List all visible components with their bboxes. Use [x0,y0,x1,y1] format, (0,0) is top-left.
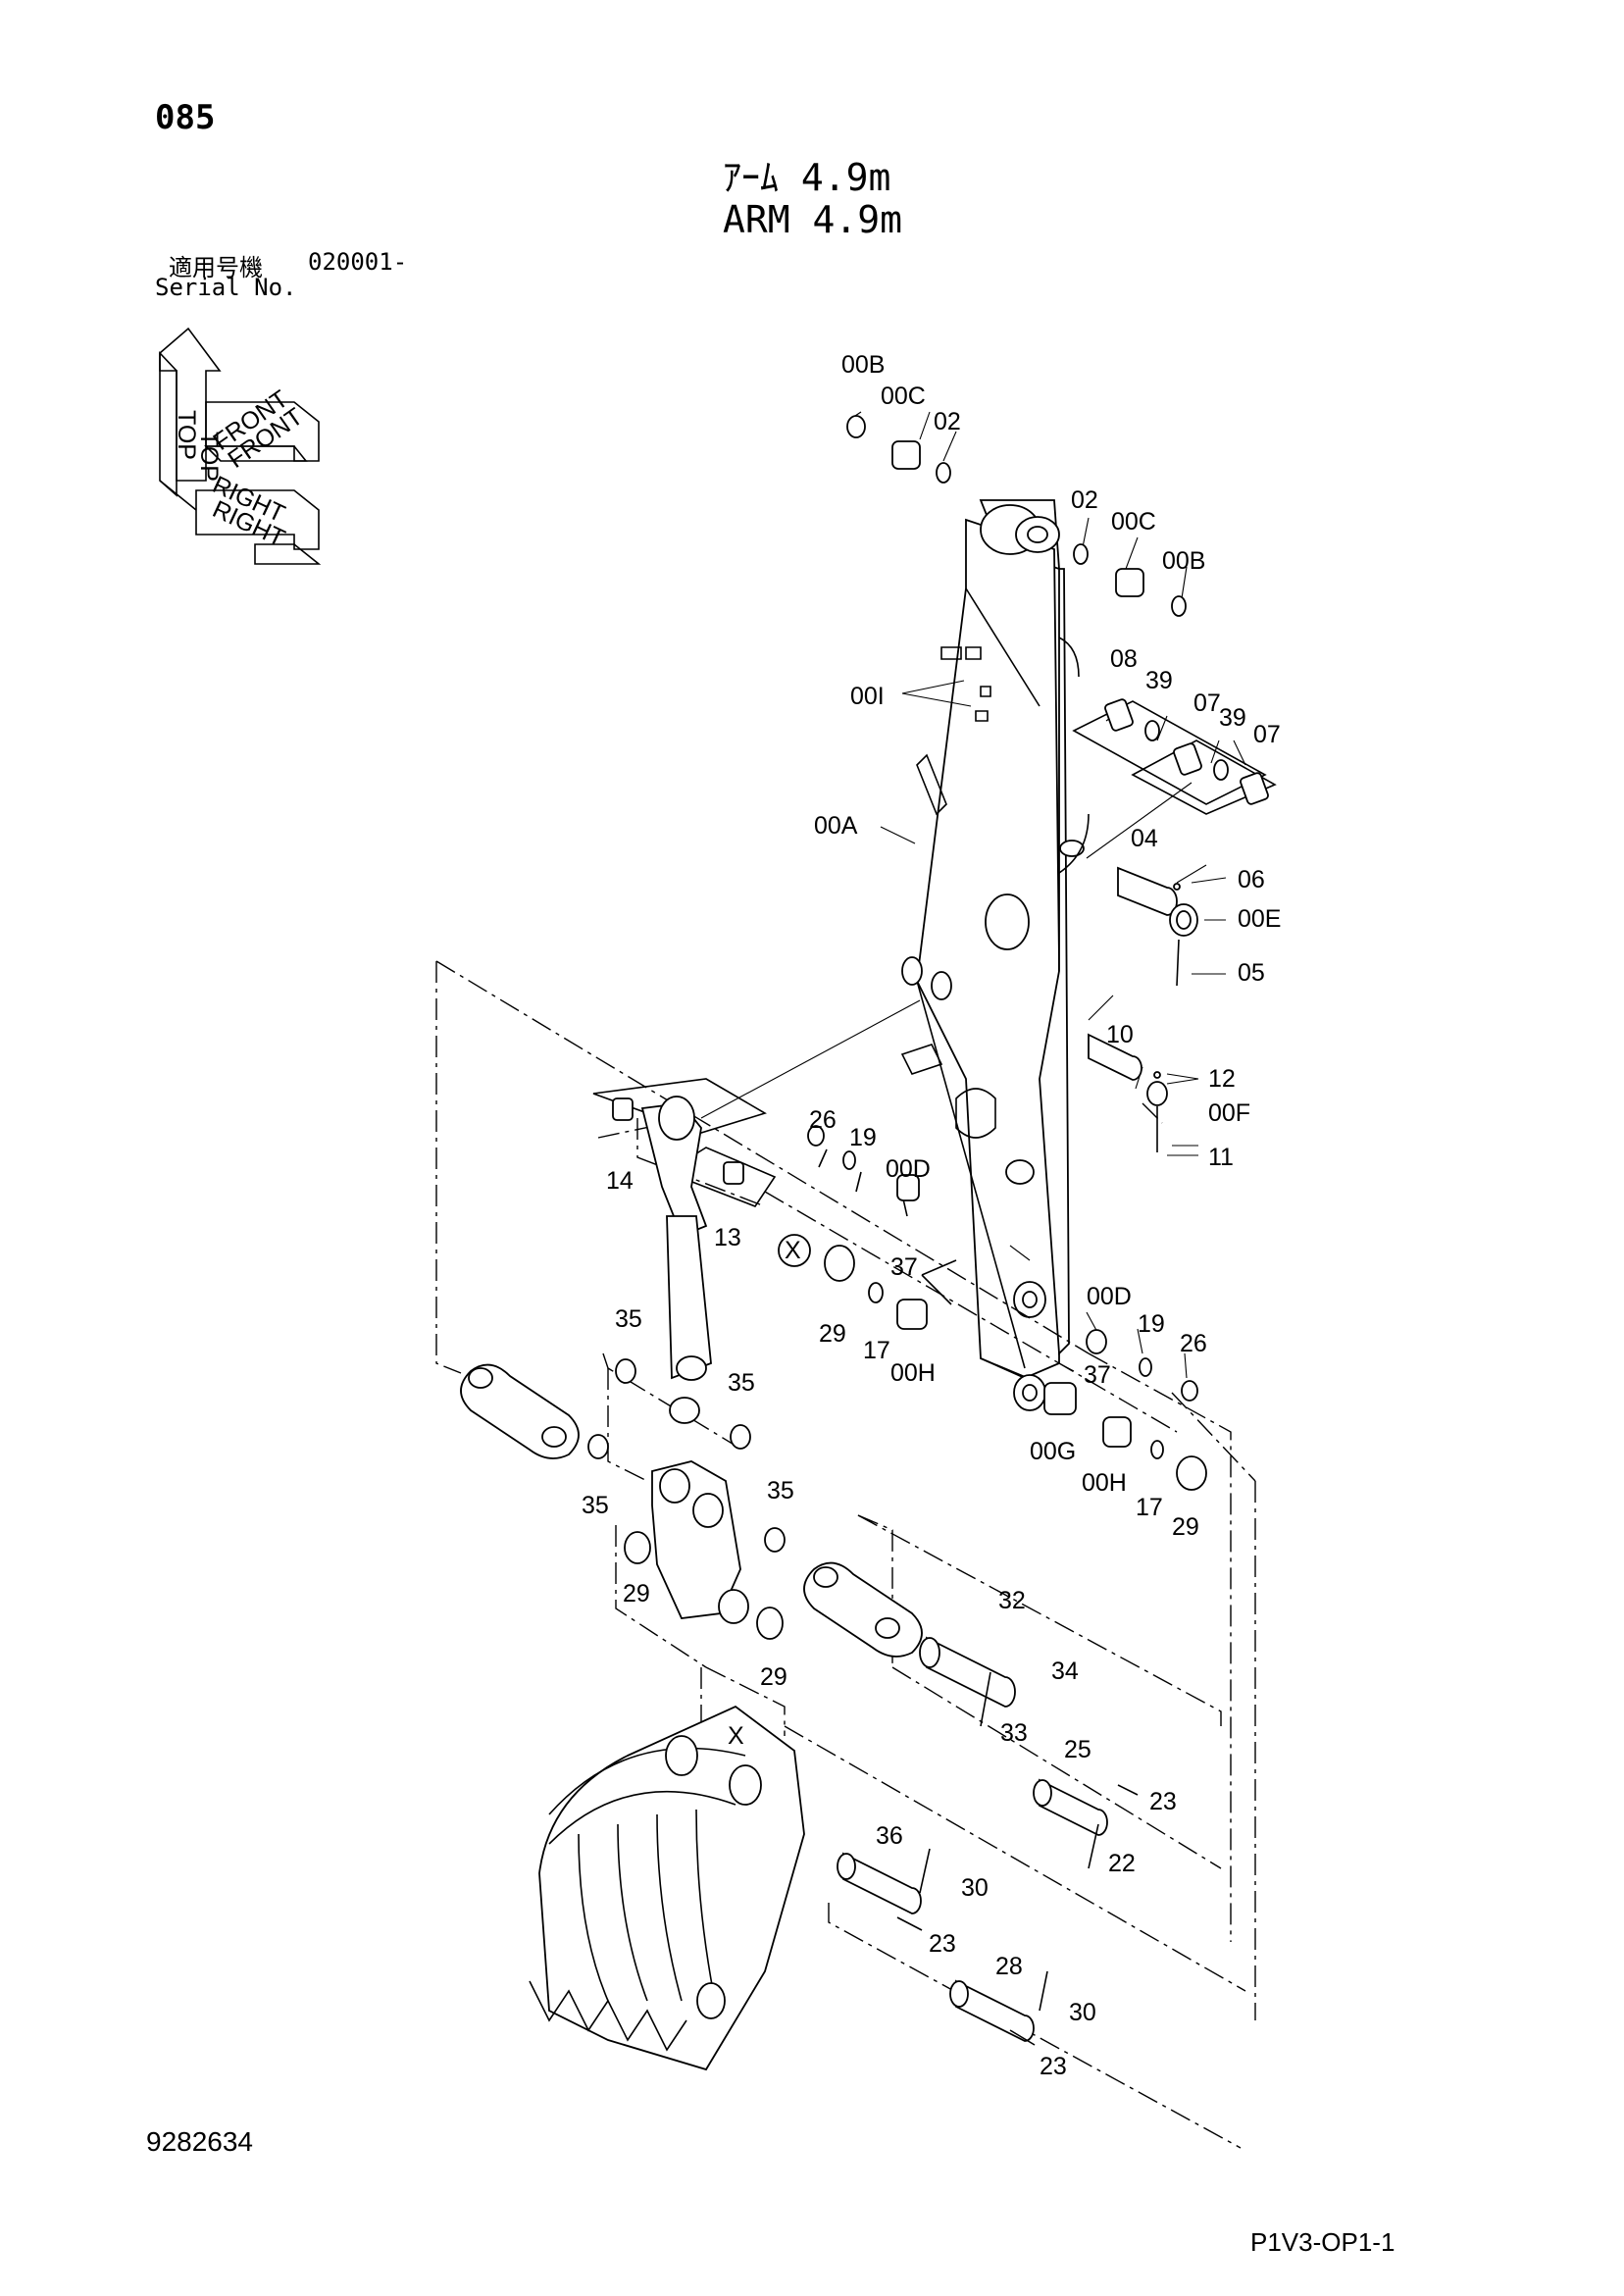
reference-x-a-circle [778,1234,811,1267]
callout-29-c: 29 [623,1580,650,1607]
callout-29-a: 29 [819,1320,846,1348]
drawing-number: 9282634 [146,2126,254,2157]
callout-00b-b: 00B [1162,547,1205,575]
callout-26-a: 26 [809,1106,837,1134]
callout-25: 25 [1064,1736,1091,1763]
callout-14: 14 [606,1167,634,1195]
callout-37-b: 37 [1084,1361,1111,1389]
arm-body [900,499,1090,1411]
callout-00f: 00F [1208,1099,1250,1127]
callout-00c-b: 00C [1111,508,1156,536]
serial-value: 020001- [308,248,408,276]
callout-39-a: 39 [1145,667,1173,694]
parts-group [460,415,1277,2046]
callout-37-a: 37 [890,1253,918,1281]
callout-10: 10 [1106,1021,1134,1048]
callout-29-d: 29 [760,1663,787,1691]
callout-17-b: 17 [1136,1494,1163,1521]
callout-labels: 00B 00C 02 02 00C 00B 00I 00A 08 39 07 3… [582,351,1281,2080]
callout-35-c: 35 [582,1492,609,1519]
orientation-top-a: TOP [195,432,223,482]
callout-00d-a: 00D [886,1155,931,1183]
callout-23-c: 23 [1040,2053,1067,2080]
page-number: 085 [155,98,216,137]
callout-29-b: 29 [1172,1513,1199,1541]
callout-08: 08 [1110,645,1138,673]
callout-x-b: X [728,1722,744,1750]
callout-00g: 00G [1030,1438,1076,1465]
callout-00a: 00A [814,812,858,840]
callout-30-b: 30 [1069,1999,1096,2026]
callout-00b-a: 00B [841,351,885,379]
callout-36: 36 [876,1822,903,1850]
callout-05: 05 [1238,959,1265,987]
callout-28: 28 [995,1953,1023,1980]
callout-23-b: 23 [929,1930,956,1958]
callout-07-b: 07 [1253,721,1281,748]
callout-06: 06 [1238,866,1265,893]
callout-22: 22 [1108,1850,1136,1877]
orientation-top-b: TOP [173,410,200,460]
callout-x-a: X [785,1237,801,1264]
callout-02-b: 02 [1071,486,1098,514]
callout-00e: 00E [1238,905,1281,933]
serial-label-japanese: 適用号機 [169,254,263,281]
callout-33: 33 [1000,1719,1028,1747]
callout-00i: 00I [850,683,885,710]
callout-12: 12 [1208,1065,1236,1093]
callout-13: 13 [714,1224,741,1251]
page-code: P1V3-OP1-1 [1250,2227,1396,2257]
assembly-lines [435,960,1256,2149]
callout-00h-a: 00H [890,1359,936,1387]
callout-00d-b: 00D [1087,1283,1132,1310]
callout-19-a: 19 [849,1124,877,1151]
callout-23-a: 23 [1149,1788,1177,1815]
bucket [529,1705,805,2071]
callout-04: 04 [1131,825,1158,852]
callout-35-b: 35 [728,1369,755,1397]
callout-00h-b: 00H [1082,1469,1127,1497]
callout-26-b: 26 [1180,1330,1207,1357]
callout-02-a: 02 [934,408,961,435]
callout-32: 32 [998,1587,1026,1614]
callout-00c-a: 00C [881,383,926,410]
callout-39-b: 39 [1219,704,1246,732]
callout-35-d: 35 [767,1477,794,1505]
callout-11: 11 [1208,1144,1234,1171]
callout-30-a: 30 [961,1874,989,1902]
orientation-indicator: TOP TOP FRONT FRONT RIGHT RIGHT [159,327,322,565]
callout-17-a: 17 [863,1337,890,1364]
title-english: ARM 4.9m [723,198,903,241]
callout-07-a: 07 [1193,689,1221,717]
title-japanese: ｱｰﾑ 4.9m [723,156,891,199]
callout-19-b: 19 [1138,1310,1165,1338]
serial-label-english: Serial No. [155,274,297,301]
callout-34: 34 [1051,1658,1079,1685]
callout-35-a: 35 [615,1305,642,1333]
